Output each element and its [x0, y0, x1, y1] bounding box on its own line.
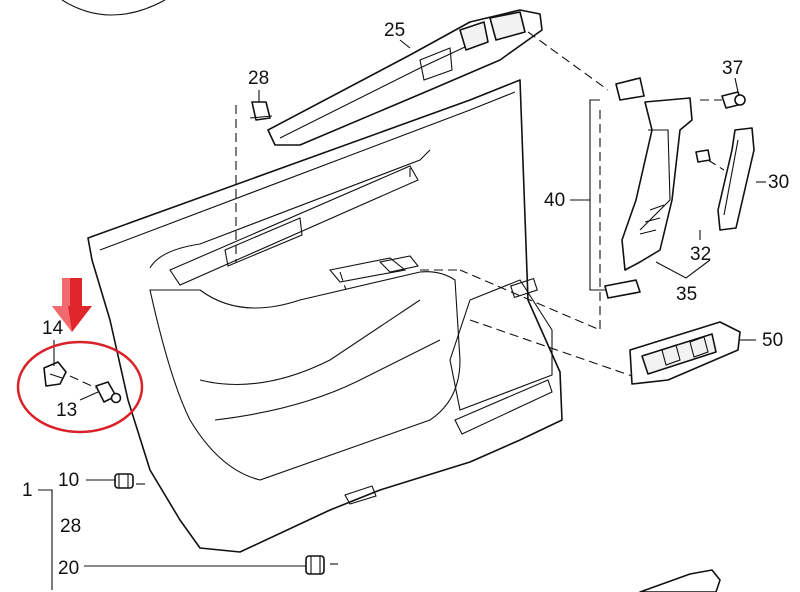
down-arrow-icon: [52, 278, 92, 332]
callout-32: 32: [690, 244, 711, 265]
part-20-clip: [305, 555, 325, 575]
callout-28-top: 28: [248, 68, 269, 89]
part-37-screw: [721, 91, 746, 109]
callout-14: 14: [42, 318, 64, 339]
callout-35: 35: [676, 284, 697, 305]
highlight-circle: [16, 340, 144, 434]
top-partial-part: [61, 0, 166, 16]
callout-10: 10: [58, 470, 79, 491]
part-25-trim-strip: [267, 9, 543, 146]
door-trim-panel: [87, 79, 563, 553]
assembly-dashed-lines: [69, 31, 725, 565]
callout-13: 13: [56, 400, 77, 421]
part-28-clip-top: [249, 101, 273, 121]
part-40-switch-bezel: [604, 77, 693, 299]
part-32-clip: [695, 149, 711, 163]
callout-labels: 25 28 37 30 40 32 35 50 14 13 1 10 28 20: [22, 20, 789, 579]
callout-50: 50: [762, 330, 783, 351]
callout-37: 37: [722, 58, 743, 79]
leader-lines: [38, 39, 766, 590]
callout-28-left: 28: [60, 516, 81, 537]
callout-25: 25: [384, 20, 405, 41]
part-14-clip: [43, 361, 67, 387]
callout-20: 20: [58, 558, 79, 579]
callout-1: 1: [22, 480, 33, 501]
callout-30: 30: [768, 172, 789, 193]
bottom-right-partial-part: [639, 569, 721, 592]
part-13-clip: [95, 381, 122, 404]
part-50-window-switch: [629, 321, 741, 385]
part-30-cover: [717, 127, 755, 231]
part-10-clip: [114, 473, 134, 489]
callout-40: 40: [544, 190, 565, 211]
